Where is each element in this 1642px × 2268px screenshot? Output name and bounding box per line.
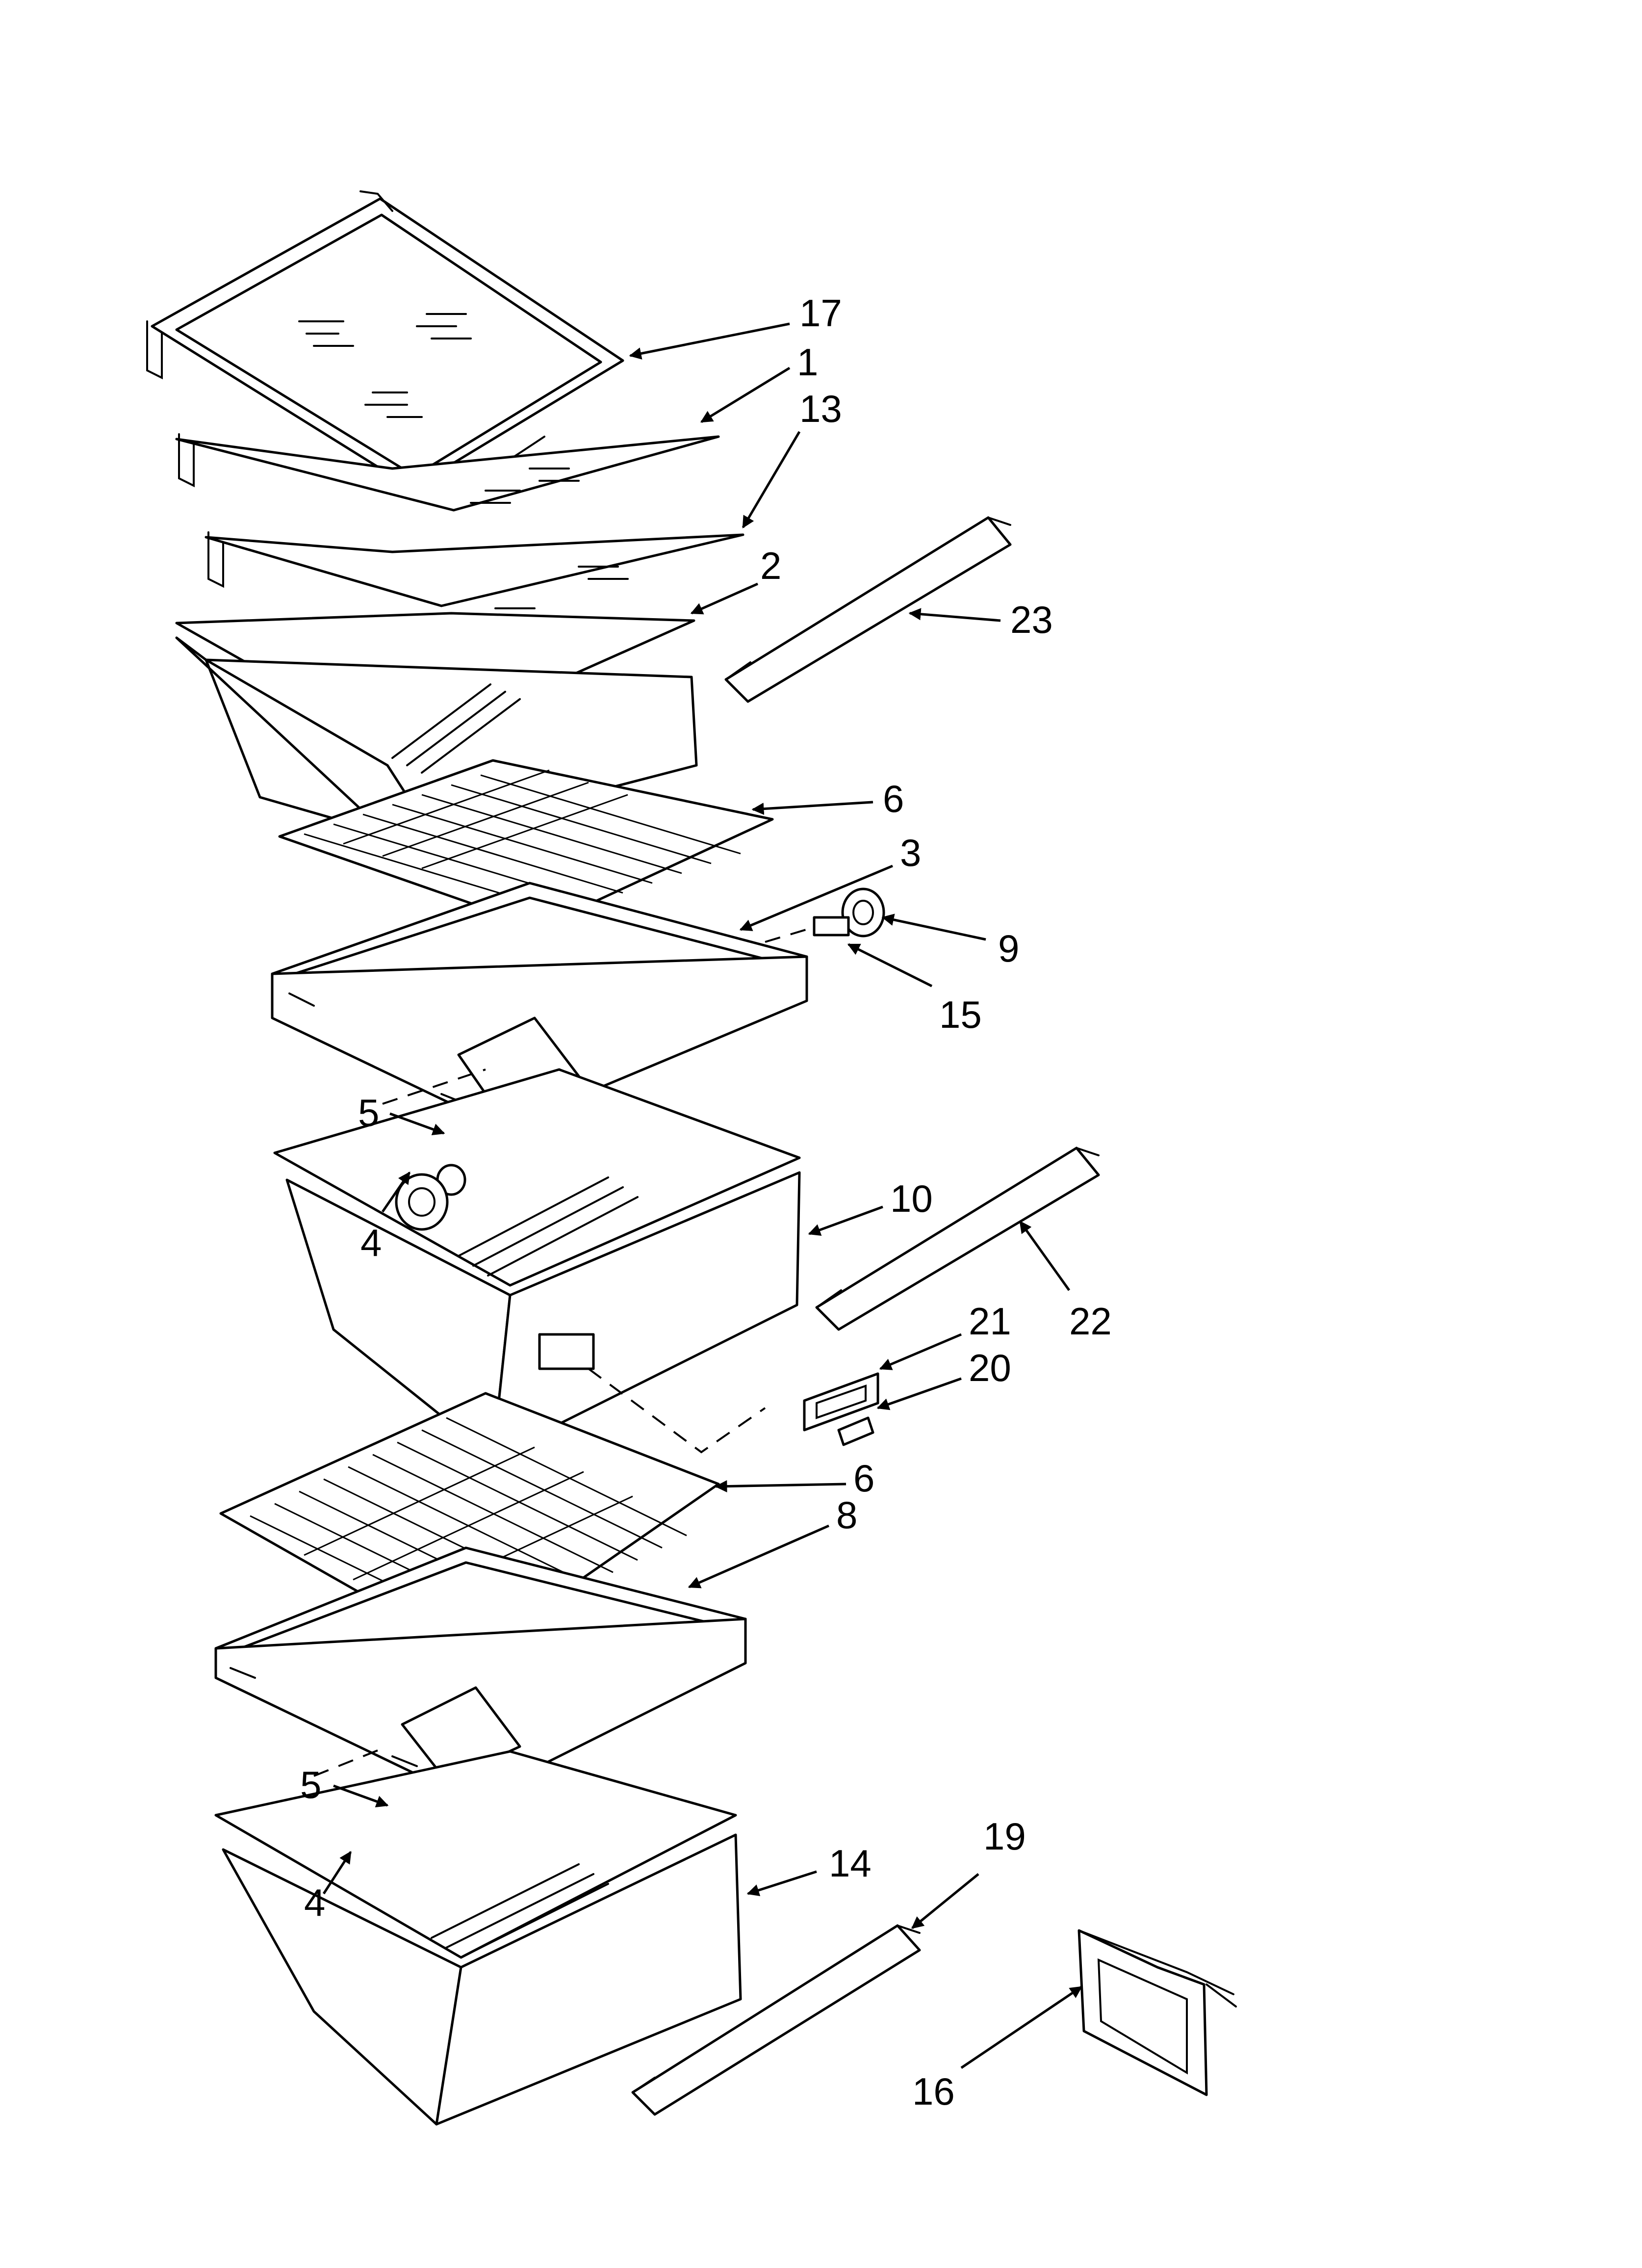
- callout-16: 16: [912, 2070, 955, 2113]
- part-8-crisper-cover-frame: [214, 1546, 747, 1802]
- callout-9: 9: [998, 927, 1019, 970]
- part-2-crisper-pan: [175, 612, 698, 835]
- part-22-trim-strip: [815, 1147, 1100, 1331]
- part-23-trim-strip: [724, 516, 1012, 703]
- part-9-roller: [841, 887, 885, 938]
- part-14-crisper-pan: [214, 1746, 742, 2126]
- callout-1: 1: [797, 340, 818, 384]
- callout-8: 8: [836, 1493, 857, 1537]
- callout-15: 15: [939, 993, 982, 1036]
- leader-arrows: [322, 322, 1083, 2069]
- callout-17: 17: [799, 291, 842, 335]
- callout-19: 19: [983, 1815, 1026, 1858]
- part-20-control-clip: [837, 1416, 874, 1446]
- callout-5-lower: 5: [300, 1763, 321, 1806]
- callout-4-lower: 4: [304, 1881, 325, 1924]
- part-10-crisper-pan: [273, 1068, 801, 1459]
- part-17-shelf-frame: [146, 190, 624, 492]
- part-4-roller-middle: [395, 1173, 449, 1231]
- callout-3: 3: [900, 831, 921, 874]
- part-3-crisper-cover-frame: [271, 882, 808, 1130]
- callout-2: 2: [760, 544, 781, 587]
- part-16-cover-bracket: [1078, 1929, 1237, 2096]
- part-19-trim-strip: [631, 1924, 921, 2116]
- callout-13: 13: [799, 387, 842, 430]
- callout-22: 22: [1069, 1300, 1112, 1343]
- part-15-screw: [765, 916, 850, 943]
- part-1-glass-shelf: [175, 433, 720, 512]
- part-6-upper-shelf-grid: [278, 759, 774, 929]
- callout-20: 20: [969, 1346, 1011, 1389]
- callout-23: 23: [1010, 598, 1053, 641]
- callout-10: 10: [890, 1177, 933, 1220]
- callout-21: 21: [969, 1300, 1011, 1343]
- part-13-glass-shelf: [205, 531, 744, 622]
- callout-14: 14: [829, 1842, 872, 1885]
- callout-6-lower: 6: [853, 1457, 874, 1500]
- callout-5-middle: 5: [358, 1091, 379, 1134]
- callout-4-middle: 4: [360, 1221, 382, 1264]
- callout-6-upper: 6: [883, 777, 904, 820]
